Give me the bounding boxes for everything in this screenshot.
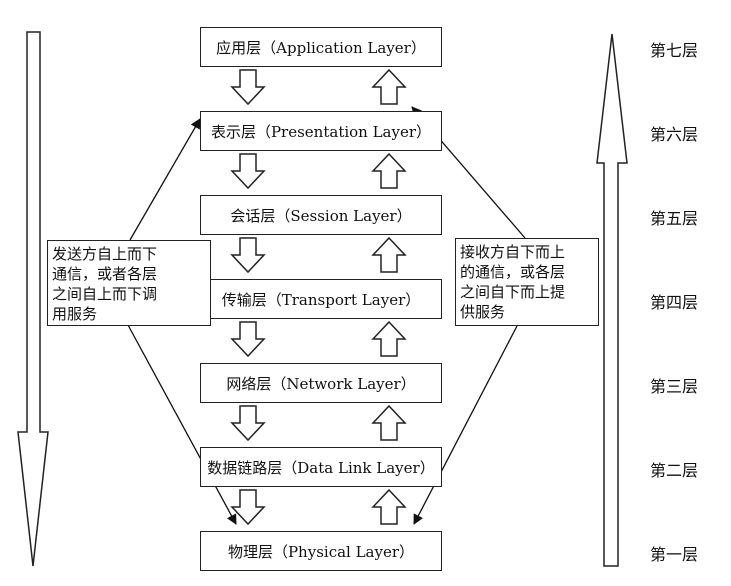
small-up-arrow (371, 236, 407, 273)
layer-label: 表示层（Presentation Layer） (210, 122, 432, 141)
send-note: 发送方自上而下 通信，或者各层 之间自上而下调 用服务 (47, 240, 211, 326)
small-down-arrow (230, 489, 266, 526)
layer-box-transport: 传输层（Transport Layer） (200, 279, 442, 319)
small-down-arrow (230, 405, 266, 442)
big-up-arrow (596, 33, 628, 567)
small-arrows (230, 68, 407, 526)
small-down-arrow (230, 237, 266, 274)
layer-box-data-link: 数据链路层（Data Link Layer） (200, 447, 442, 487)
layer-label: 物理层（Physical Layer） (227, 542, 415, 561)
level-label-7: 第七层 (650, 41, 699, 60)
layer-label: 传输层（Transport Layer） (221, 290, 421, 309)
receive-arrow-down (413, 325, 518, 525)
receive-note: 接收方自下而上 的通信，或各层 之间自下而上提 供服务 (455, 238, 599, 326)
send-note-line: 发送方自上而下 (52, 245, 158, 263)
layer-label: 网络层（Network Layer） (226, 374, 416, 393)
receive-note-line: 的通信，或各层 (460, 263, 566, 281)
small-up-arrow (371, 488, 407, 525)
level-label-3: 第三层 (650, 377, 699, 396)
receive-note-line: 之间自下而上提 (460, 283, 566, 301)
send-arrow-down (127, 324, 237, 525)
layer-box-application: 应用层（Application Layer） (200, 27, 442, 67)
layer-label: 会话层（Session Layer） (230, 206, 412, 225)
level-label-5: 第五层 (650, 209, 699, 228)
receive-note-line: 供服务 (460, 303, 506, 321)
small-down-arrow (230, 153, 266, 190)
small-up-arrow (371, 320, 407, 357)
level-label-4: 第四层 (650, 293, 699, 312)
level-label-1: 第一层 (650, 545, 699, 564)
small-up-arrow (371, 152, 407, 189)
layer-box-session: 会话层（Session Layer） (200, 195, 442, 235)
big-down-arrow (17, 31, 49, 567)
send-arrow-up (129, 118, 201, 241)
level-label-6: 第六层 (650, 125, 699, 144)
level-label-2: 第二层 (650, 461, 699, 480)
small-down-arrow (230, 321, 266, 358)
layer-label: 应用层（Application Layer） (216, 38, 426, 57)
small-down-arrow (230, 69, 266, 106)
small-up-arrow (371, 404, 407, 441)
send-note-line: 之间自上而下调 (52, 285, 158, 303)
small-up-arrow (371, 68, 407, 105)
layer-box-physical: 物理层（Physical Layer） (200, 531, 442, 571)
layer-box-network: 网络层（Network Layer） (200, 363, 442, 403)
layer-label: 数据链路层（Data Link Layer） (207, 458, 435, 477)
layer-box-presentation: 表示层（Presentation Layer） (200, 111, 442, 151)
receive-note-line: 接收方自下而上 (460, 243, 566, 261)
send-note-line: 通信，或者各层 (52, 265, 158, 283)
send-note-line: 用服务 (52, 305, 98, 323)
